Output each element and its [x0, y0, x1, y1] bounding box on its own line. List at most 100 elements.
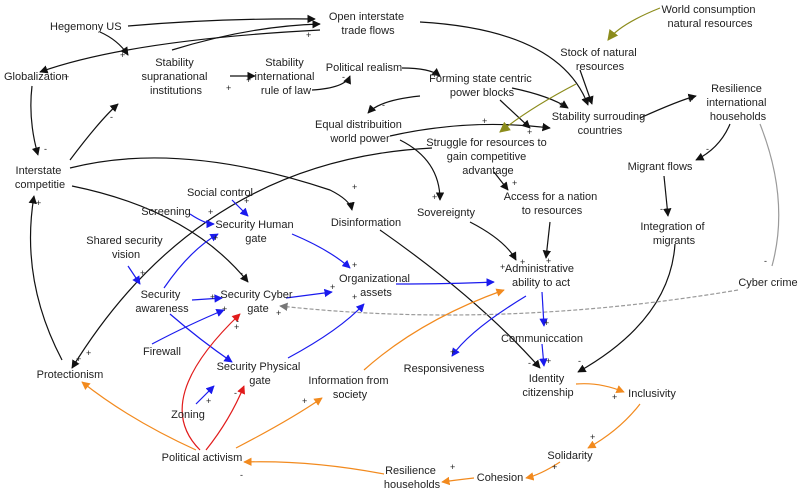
edge-international-to-political-realism: [311, 75, 351, 91]
node-cyber-crime: Cyber crime: [738, 277, 797, 289]
node-security-cyber: Security Cyber gate: [220, 289, 295, 315]
node-social-control: Social control: [187, 187, 253, 199]
polarity-sign: +: [120, 50, 125, 60]
polarity-sign: -: [528, 358, 531, 368]
edge-assets-to-administrative: [395, 278, 495, 287]
node-responsiveness: Responsiveness: [404, 363, 485, 375]
node-administrative: Administrative ability to act: [505, 263, 577, 289]
polarity-sign: +: [500, 262, 505, 272]
node-stability-supranational: Stability supranational institutions: [141, 57, 210, 97]
edge-cohesion-to-resilience-households: [441, 476, 475, 486]
node-equal-distribution: Equal distribuition world power: [315, 119, 405, 145]
edge-hegemony-to-open-trade: [127, 14, 316, 27]
node-access-resources: Access for a nation to resources: [504, 191, 601, 217]
edge-administrative-to-responsiveness: [451, 295, 527, 357]
polarity-sign: +: [222, 304, 227, 314]
edge-migrant-flows-to-integration: [663, 175, 672, 217]
polarity-sign: +: [450, 462, 455, 472]
polarity-sign: +: [246, 75, 251, 85]
edge-human-gate-to-assets: [291, 233, 351, 269]
edge-access-to-administrative: [542, 221, 552, 259]
edge-zoning-to-physical-gate: [195, 385, 215, 405]
polarity-sign: +: [352, 260, 357, 270]
polarity-sign: -: [578, 356, 581, 366]
node-hegemony-us: Hegemony US: [50, 21, 122, 33]
edge-activism-to-cyber-gate: [181, 313, 241, 451]
polarity-sign: +: [302, 396, 307, 406]
edge-stability-surrounding-to-resilience-intl: [639, 93, 697, 119]
edge-communication-to-identity: [539, 343, 548, 367]
polarity-sign: +: [546, 256, 551, 266]
polarity-sign: +: [140, 268, 145, 278]
node-shared-vision: Shared security vision: [86, 235, 166, 261]
polarity-sign: +: [512, 178, 517, 188]
node-world-consumption: World consumption natural resources: [661, 4, 758, 30]
edge-information-to-administrative: [363, 288, 505, 371]
node-organizational-assets: Organizational assets: [339, 273, 413, 299]
edge-physical-gate-to-assets: [287, 303, 365, 359]
node-globalization: Globalization: [4, 71, 68, 83]
edge-screening-to-human-gate: [189, 213, 215, 229]
polarity-sign: +: [590, 432, 595, 442]
edge-protectionism-to-interstate: [28, 195, 63, 361]
polarity-sign: +: [450, 347, 455, 357]
polarity-sign: +: [330, 282, 335, 292]
polarity-sign: +: [276, 308, 281, 318]
polarity-sign: -: [660, 204, 663, 214]
polarity-sign: +: [546, 356, 551, 366]
edge-administrative-to-communication: [539, 291, 548, 327]
edge-resilience-intl-to-migrant-flows: [695, 123, 731, 161]
edge-disinformation-to-identity: [379, 229, 541, 369]
node-struggle: Struggle for resources to gain competiti…: [426, 137, 550, 177]
edge-cyber-crime-to-cyber-gate: [279, 289, 739, 316]
edge-forming-blocks-to-stability-surrounding: [511, 87, 569, 109]
polarity-sign: -: [240, 268, 243, 278]
polarity-sign: +: [520, 257, 525, 267]
polarity-sign: +: [64, 72, 69, 82]
polarity-sign: -: [342, 72, 345, 82]
edge-awareness-to-cyber-gate: [191, 294, 223, 303]
polarity-sign: -: [706, 144, 709, 154]
edge-resilience-intl-to-cyber-crime: [759, 123, 780, 267]
edge-stock-to-stability-surrounding: [579, 69, 594, 105]
edge-struggle-to-access: [493, 171, 509, 191]
polarity-sign: -: [44, 144, 47, 154]
node-forming-blocks: Forming state centric power blocks: [429, 73, 535, 99]
edge-activism-to-information: [235, 397, 323, 449]
polarity-sign: +: [559, 100, 564, 110]
node-security-human: Security Human gate: [215, 219, 296, 245]
polarity-sign: -: [110, 112, 113, 122]
polarity-sign: +: [206, 396, 211, 406]
edge-political-realism-to-forming-blocks: [401, 67, 441, 77]
edge-struggle-to-protectionism: [71, 147, 433, 369]
node-information-society: Information from society: [308, 375, 391, 401]
node-stock-natural: Stock of natural resources: [560, 47, 640, 73]
edge-interstate-to-disinformation: [69, 157, 355, 211]
node-migrant-flows: Migrant flows: [628, 161, 693, 173]
node-firewall: Firewall: [143, 346, 181, 358]
node-interstate-competition: Interstate competitie: [15, 165, 65, 191]
polarity-sign: -: [764, 256, 767, 266]
node-zoning: Zoning: [171, 409, 205, 421]
polarity-sign: +: [527, 127, 532, 137]
node-security-physical: Security Physical gate: [217, 361, 304, 387]
node-screening: Screening: [141, 206, 191, 218]
polarity-sign: +: [432, 192, 437, 202]
node-identity: Identity citizenship: [522, 373, 573, 399]
polarity-sign: +: [213, 233, 218, 243]
edge-open-trade-to-stability-surrounding: [419, 21, 590, 106]
edge-awareness-to-human-gate: [163, 233, 219, 289]
edge-hegemony-to-stability-supranational: [99, 31, 129, 56]
nodes: Hegemony US Globalization Open interstat…: [4, 4, 798, 491]
polarity-signs: + + + + - + - + + + + - - - + - - + + + …: [36, 30, 767, 480]
edge-shared-vision-to-awareness: [127, 265, 141, 285]
polarity-sign: +: [36, 198, 41, 208]
node-cohesion: Cohesion: [477, 472, 523, 484]
node-political-activism: Political activism: [162, 452, 243, 464]
polarity-sign: +: [234, 322, 239, 332]
node-open-trade: Open interstate trade flows: [329, 11, 407, 37]
node-communication: Communiccation: [501, 333, 583, 345]
edge-interstate-to-stability-supranational: [69, 103, 119, 161]
polarity-sign: +: [210, 292, 215, 302]
polarity-sign: +: [432, 70, 437, 80]
